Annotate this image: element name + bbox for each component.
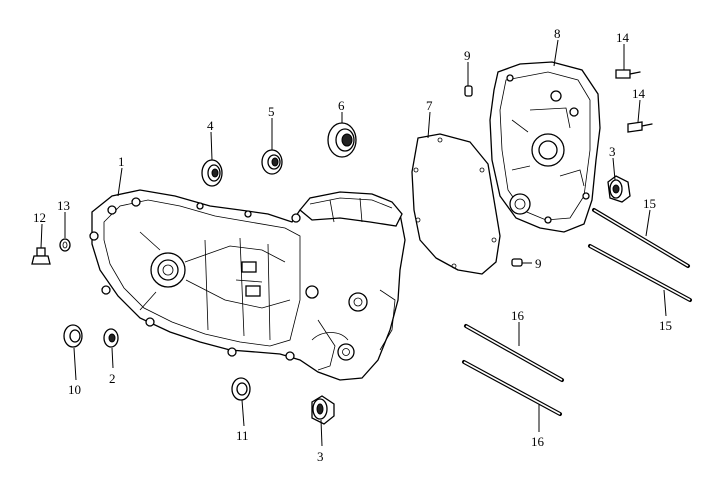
callout-13: 13 <box>57 198 70 213</box>
right-crankcase-cover <box>489 61 601 233</box>
callout-14-lower: 14 <box>632 86 646 101</box>
bearing-3-lower <box>311 395 335 425</box>
callout-16-upper: 16 <box>511 308 525 323</box>
callout-8: 8 <box>554 26 561 41</box>
washer-13 <box>59 238 71 252</box>
gasket <box>411 133 501 275</box>
oil-seal-10 <box>63 324 83 348</box>
callout-9-lower: 9 <box>535 256 542 271</box>
callout-9-upper: 9 <box>464 48 471 63</box>
bearing-4 <box>201 159 223 187</box>
callout-11: 11 <box>236 428 249 443</box>
bush-2 <box>103 328 119 348</box>
callout-15-lower: 15 <box>659 318 672 333</box>
dowel-pin-9-upper <box>464 85 473 97</box>
callout-7: 7 <box>426 98 433 113</box>
dowel-pin-9-lower <box>511 258 523 267</box>
callout-4: 4 <box>207 118 214 133</box>
drain-bolt-12 <box>31 247 51 265</box>
stud-15-lower <box>588 244 692 302</box>
left-crankcase <box>89 189 406 381</box>
callout-labels: 1 2 3 3 4 5 6 7 8 9 9 10 11 12 13 14 14 … <box>33 26 672 464</box>
callout-15-upper: 15 <box>643 196 656 211</box>
callout-2: 2 <box>109 371 116 386</box>
callout-5: 5 <box>268 104 275 119</box>
callout-6: 6 <box>338 98 345 113</box>
stud-15-upper <box>592 208 690 268</box>
bearing-3-upper <box>607 175 631 203</box>
bearing-6 <box>327 122 357 158</box>
callout-3-upper: 3 <box>609 144 616 159</box>
leader-lines <box>40 39 667 447</box>
stud-16-upper <box>464 324 564 382</box>
callout-1: 1 <box>118 154 125 169</box>
callout-14-upper: 14 <box>616 30 630 45</box>
bolt-14-upper <box>615 69 641 79</box>
callout-3-lower: 3 <box>317 449 324 464</box>
bolt-14-lower <box>627 121 653 133</box>
callout-12: 12 <box>33 210 46 225</box>
callout-10: 10 <box>68 382 81 397</box>
callout-16-lower: 16 <box>531 434 545 449</box>
oil-seal-11 <box>231 377 251 401</box>
stud-16-lower <box>462 360 562 416</box>
bearing-5 <box>261 149 283 175</box>
